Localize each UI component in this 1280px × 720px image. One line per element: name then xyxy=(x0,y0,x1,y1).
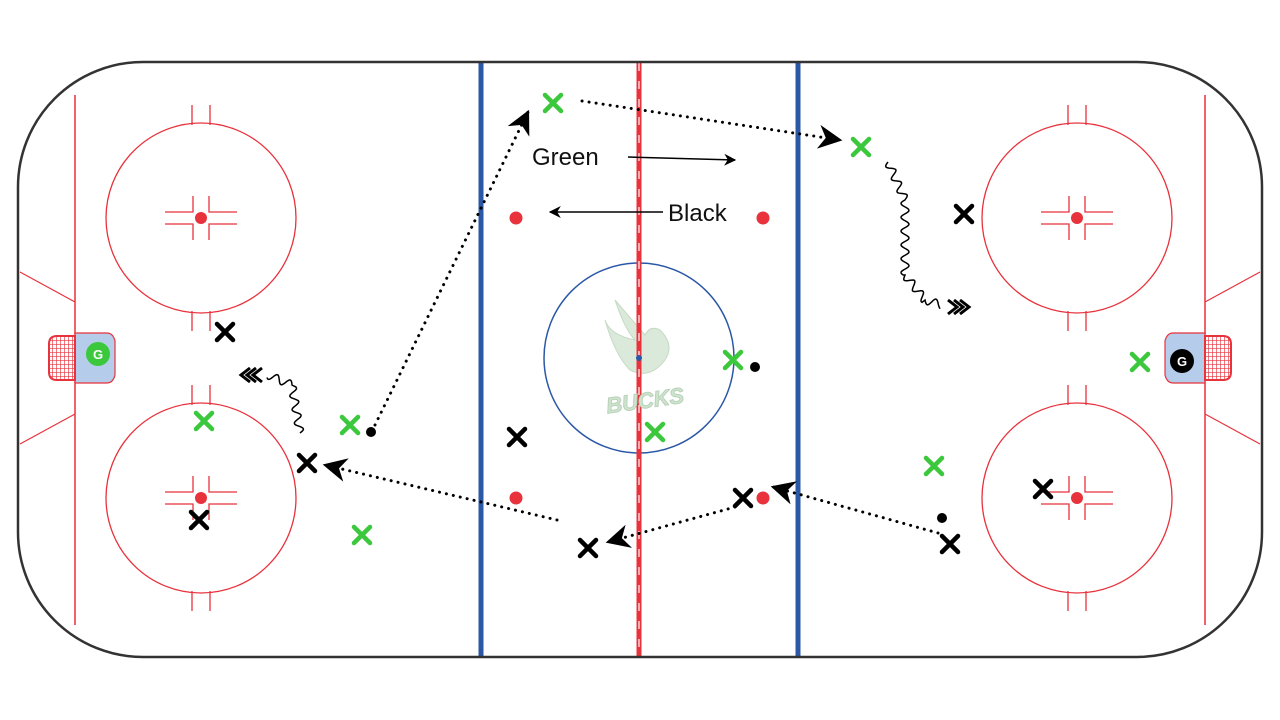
skate-arrow-right xyxy=(947,298,972,316)
green-direction-arrow xyxy=(627,153,737,166)
pass-path xyxy=(770,481,940,535)
black-player-icon xyxy=(939,533,961,555)
chevron-icon xyxy=(238,366,251,384)
pass-path xyxy=(373,109,530,427)
faceoff-dot xyxy=(195,492,207,504)
left-goalie-label: G xyxy=(93,347,103,362)
logo-text: BUCKS xyxy=(605,383,686,419)
trapezoid-right xyxy=(1204,271,1261,445)
black-player-icon xyxy=(188,509,210,531)
green-direction-label: Green xyxy=(532,144,599,171)
green-player-icon xyxy=(644,421,666,443)
black-player-icon xyxy=(214,321,236,343)
hash-marks xyxy=(191,385,211,611)
black-player-icon xyxy=(953,203,975,225)
black-direction-label: Black xyxy=(668,200,728,227)
neutral-zone-dot xyxy=(756,211,770,225)
center-faceoff-dot xyxy=(636,355,642,361)
pass-path xyxy=(605,505,737,548)
neutral-zone-dot xyxy=(756,491,770,505)
black-player-icon xyxy=(732,487,754,509)
puck-icon xyxy=(750,362,760,372)
faceoff-dot xyxy=(1071,492,1083,504)
chevron-icon xyxy=(250,366,263,384)
skate-path-left xyxy=(266,373,305,434)
pass-path xyxy=(322,458,559,522)
faceoff-circle xyxy=(105,105,297,331)
pass-path xyxy=(580,99,843,149)
faceoff-circle-ring xyxy=(981,122,1173,314)
trapezoid-left xyxy=(19,271,76,445)
faceoff-dot xyxy=(1071,212,1083,224)
goalie-black xyxy=(1170,349,1194,373)
black-player-icon xyxy=(1032,478,1054,500)
green-player-icon xyxy=(850,136,872,158)
green-player-icon xyxy=(542,92,564,114)
rink-boards xyxy=(16,60,1264,659)
green-player-icon xyxy=(923,455,945,477)
faceoff-circle-ring xyxy=(981,402,1173,594)
green-player-icon xyxy=(193,410,215,432)
goal-net xyxy=(1204,335,1232,381)
hash-marks xyxy=(1067,385,1087,611)
black-player-icon xyxy=(577,537,599,559)
right-goalie-label: G xyxy=(1177,354,1187,369)
neutral-zone-dot xyxy=(509,211,523,225)
neutral-zone-dot xyxy=(509,491,523,505)
puck-icon xyxy=(937,513,947,523)
chevron-icon xyxy=(953,298,966,316)
skate-path-right xyxy=(884,161,941,310)
faceoff-dot xyxy=(195,212,207,224)
green-player-icon xyxy=(339,414,361,436)
faceoff-circle-ring xyxy=(105,122,297,314)
faceoff-l-marks xyxy=(165,196,237,240)
faceoff-circle xyxy=(105,385,297,611)
puck-icon xyxy=(366,427,376,437)
skate-arrow-left xyxy=(238,366,263,384)
faceoff-l-marks xyxy=(1041,196,1113,240)
faceoff-circle xyxy=(981,385,1173,611)
green-player-icon xyxy=(722,349,744,371)
black-player-icon xyxy=(506,426,528,448)
faceoff-l-marks xyxy=(1041,476,1113,520)
black-player-icon xyxy=(296,452,318,474)
green-player-icon xyxy=(351,524,373,546)
faceoff-circle xyxy=(981,105,1173,331)
chevron-icon xyxy=(959,298,972,316)
faceoff-l-marks xyxy=(165,476,237,520)
hash-marks xyxy=(191,105,211,331)
chevron-icon xyxy=(244,366,257,384)
green-player-icon xyxy=(1129,351,1151,373)
chevron-icon xyxy=(947,298,960,316)
goalie-green xyxy=(86,342,110,366)
goal-net xyxy=(48,335,76,381)
hash-marks xyxy=(1067,105,1087,331)
faceoff-circle-ring xyxy=(105,402,297,594)
